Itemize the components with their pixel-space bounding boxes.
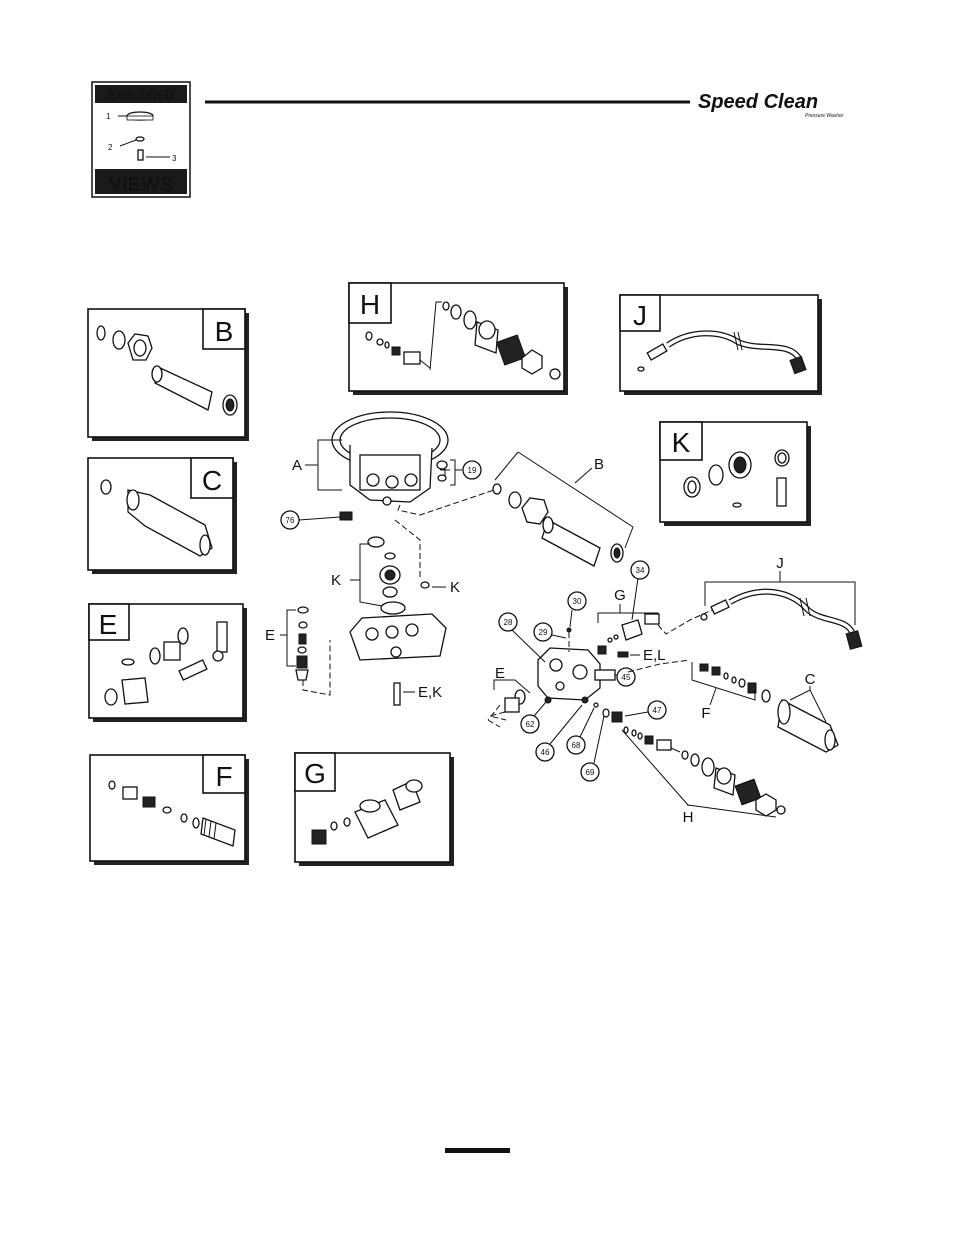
callout-68: 68: [572, 741, 581, 750]
exploded-views-badge: EXPLODED VIEWS 1 2 3: [92, 82, 190, 197]
badge-num-2: 2: [108, 143, 113, 152]
label-h: H: [683, 809, 694, 826]
inset-box-c: C: [88, 458, 237, 574]
callout-34: 34: [636, 566, 645, 575]
assembly-b-exploded: B: [493, 452, 633, 566]
box-j-label: J: [633, 300, 647, 331]
inset-box-b: B: [88, 309, 249, 441]
label-k-2: K: [450, 579, 460, 596]
callout-45: 45: [622, 673, 631, 682]
speed-clean-logo: Speed Clean Pressure Washer: [698, 91, 844, 119]
label-el: E,L: [643, 647, 666, 664]
brand-tagline: Pressure Washer: [805, 113, 844, 119]
callout-76: 76: [286, 516, 295, 525]
inset-box-e: E: [89, 604, 247, 722]
label-k: K: [331, 572, 341, 589]
label-e-2: E: [495, 665, 505, 682]
assembly-h-exploded: H: [622, 727, 785, 826]
label-ek: E,K: [418, 684, 442, 701]
label-b: B: [594, 456, 604, 473]
box-b-label: B: [215, 316, 234, 347]
callout-47: 47: [653, 706, 662, 715]
label-a: A: [292, 457, 302, 474]
box-k-label: K: [672, 427, 691, 458]
inset-box-k: K: [660, 422, 811, 526]
inset-box-f: F: [90, 755, 249, 865]
box-g-label: G: [304, 758, 326, 789]
badge-num-1: 1: [106, 112, 111, 121]
inset-box-j: J: [620, 295, 822, 395]
inset-box-g: G: [295, 753, 454, 866]
callout-28: 28: [504, 618, 513, 627]
brand-name: Speed Clean: [698, 91, 818, 113]
box-c-label: C: [202, 465, 222, 496]
badge-top-text: EXPLODED: [108, 88, 174, 102]
assembly-j-exploded: J: [701, 555, 862, 649]
callout-29: 29: [539, 628, 548, 637]
label-g: G: [614, 587, 626, 604]
inset-box-h: H: [349, 283, 568, 395]
callout-30: 30: [573, 597, 582, 606]
badge-num-3: 3: [172, 154, 177, 163]
callout-69: 69: [586, 768, 595, 777]
pump-manifold-assembly: A 19 76 K K E,K: [265, 412, 500, 705]
box-h-label: H: [360, 289, 380, 320]
label-f: F: [701, 705, 710, 722]
box-f-label: F: [215, 761, 232, 792]
badge-bottom-text: VIEWS: [109, 174, 173, 196]
discharge-manifold: 28 29 30 34 G E,L 45 62 46: [488, 561, 712, 781]
box-e-label: E: [99, 609, 118, 640]
page-marker: [445, 1148, 510, 1153]
label-j: J: [776, 555, 784, 572]
callout-19: 19: [468, 466, 477, 475]
label-e: E: [265, 627, 275, 644]
label-c: C: [805, 671, 816, 688]
callout-46: 46: [541, 748, 550, 757]
callout-62: 62: [526, 720, 535, 729]
